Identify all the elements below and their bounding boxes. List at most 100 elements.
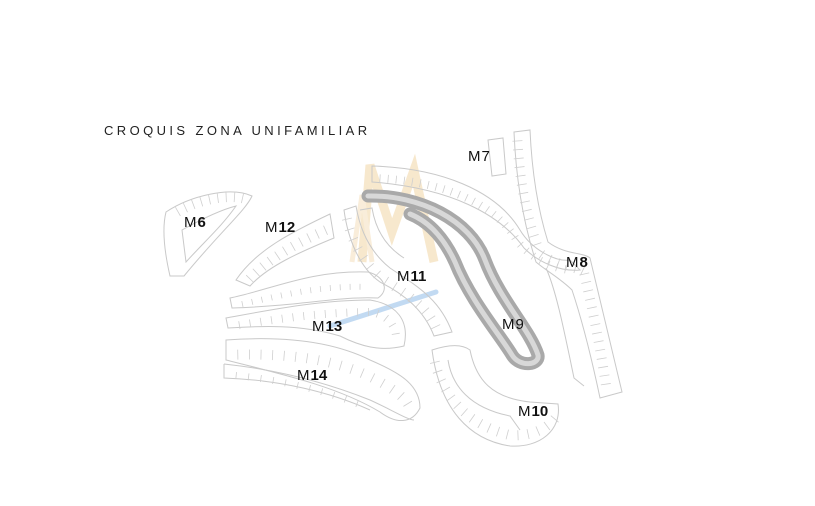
lot-divider xyxy=(282,246,288,256)
lot-divider xyxy=(241,300,244,308)
lot-divider xyxy=(453,401,462,410)
lot-divider xyxy=(426,315,436,322)
label-m11[interactable]: M11 xyxy=(397,268,426,285)
lot-divider xyxy=(484,206,490,214)
label-m13[interactable]: M13 xyxy=(312,318,342,335)
lot-divider xyxy=(365,263,374,271)
lot-divider xyxy=(355,400,359,407)
lot-divider xyxy=(391,282,398,292)
lot-divider xyxy=(245,274,254,283)
lot-divider xyxy=(247,373,250,381)
label-m7[interactable]: M7 xyxy=(468,148,490,165)
lot-divider xyxy=(182,202,188,213)
lot-divider xyxy=(436,378,446,384)
label-m13-prefix: M xyxy=(312,318,326,335)
lot-divider xyxy=(191,199,196,210)
lot-divider xyxy=(511,235,519,241)
lot-divider xyxy=(599,374,610,377)
lot-divider xyxy=(389,384,396,394)
lot-divider xyxy=(449,187,454,196)
block-m13-lots[interactable] xyxy=(225,271,406,349)
lot-divider xyxy=(349,364,354,374)
lot-divider xyxy=(175,207,181,217)
lot-divider xyxy=(411,177,414,186)
lot-divider xyxy=(274,251,281,261)
label-m10[interactable]: M10 xyxy=(518,403,548,420)
lot-divider xyxy=(490,211,497,218)
label-m6-prefix: M xyxy=(184,214,198,231)
label-m14[interactable]: M14 xyxy=(297,367,327,384)
block-m6-lots[interactable] xyxy=(163,191,253,277)
lot-divider xyxy=(595,348,606,352)
lot-divider xyxy=(507,228,514,234)
lot-divider xyxy=(341,217,352,221)
lot-divider xyxy=(592,331,602,335)
lot-divider xyxy=(338,360,343,371)
label-m9[interactable]: M9 xyxy=(502,316,524,333)
lot-divider xyxy=(270,316,273,325)
lot-divider xyxy=(565,260,569,271)
lot-divider xyxy=(512,148,524,151)
label-m7-number: 7 xyxy=(481,148,490,165)
block-m7-lots[interactable] xyxy=(487,137,507,177)
block-m12-lots[interactable] xyxy=(235,213,335,287)
lot-divider xyxy=(359,254,368,262)
lot-divider xyxy=(524,217,534,221)
lot-divider xyxy=(259,262,267,271)
lot-divider xyxy=(496,216,503,223)
lot-divider xyxy=(495,426,501,437)
lot-divider xyxy=(538,250,545,259)
lot-divider xyxy=(308,384,311,392)
lot-divider xyxy=(543,421,551,431)
lot-divider xyxy=(259,375,262,383)
lot-divider xyxy=(564,265,567,274)
lot-divider xyxy=(272,377,275,385)
label-m6[interactable]: M6 xyxy=(184,214,206,231)
lot-divider xyxy=(442,185,446,194)
lot-divider xyxy=(395,175,398,184)
block-m10-lots[interactable] xyxy=(429,345,559,447)
lot-divider xyxy=(403,176,406,185)
lot-divider xyxy=(306,233,312,243)
lot-divider xyxy=(300,288,302,295)
lot-divider xyxy=(471,197,476,206)
label-m9-number: 9 xyxy=(515,316,524,333)
lot-divider xyxy=(240,193,244,204)
lot-divider xyxy=(579,272,590,276)
lot-divider xyxy=(309,287,312,294)
label-m12[interactable]: M12 xyxy=(265,219,295,236)
lot-divider xyxy=(477,419,484,429)
block-m8-lots[interactable] xyxy=(512,129,623,399)
lot-divider xyxy=(375,309,380,318)
blue-path[interactable] xyxy=(327,289,439,329)
lot-divider xyxy=(516,183,527,186)
lot-divider xyxy=(596,357,607,360)
lot-divider xyxy=(388,322,397,328)
lot-divider xyxy=(514,166,525,169)
lot-divider xyxy=(290,241,296,251)
lot-divider xyxy=(585,297,595,301)
block-m9-lots[interactable] xyxy=(371,165,582,274)
lot-divider xyxy=(383,314,389,322)
lot-divider xyxy=(523,247,530,255)
lot-divider xyxy=(317,355,320,366)
lot-divider xyxy=(426,180,430,189)
lot-divider xyxy=(233,192,236,203)
lot-divider xyxy=(294,351,297,362)
lot-divider xyxy=(280,292,283,299)
lot-divider xyxy=(528,233,539,238)
lot-divider xyxy=(478,201,483,209)
lot-divider xyxy=(323,225,328,235)
block-m14-lots[interactable] xyxy=(223,338,421,421)
lot-divider xyxy=(486,423,492,433)
label-m9-prefix: M xyxy=(502,316,516,333)
lot-divider xyxy=(515,174,526,177)
lot-divider xyxy=(513,157,524,160)
lot-divider xyxy=(419,179,422,188)
label-m11-number: 11 xyxy=(410,268,427,285)
lot-divider xyxy=(430,324,441,330)
lot-divider xyxy=(343,395,347,403)
lot-divider xyxy=(238,321,241,330)
label-m8[interactable]: M8 xyxy=(566,254,588,271)
